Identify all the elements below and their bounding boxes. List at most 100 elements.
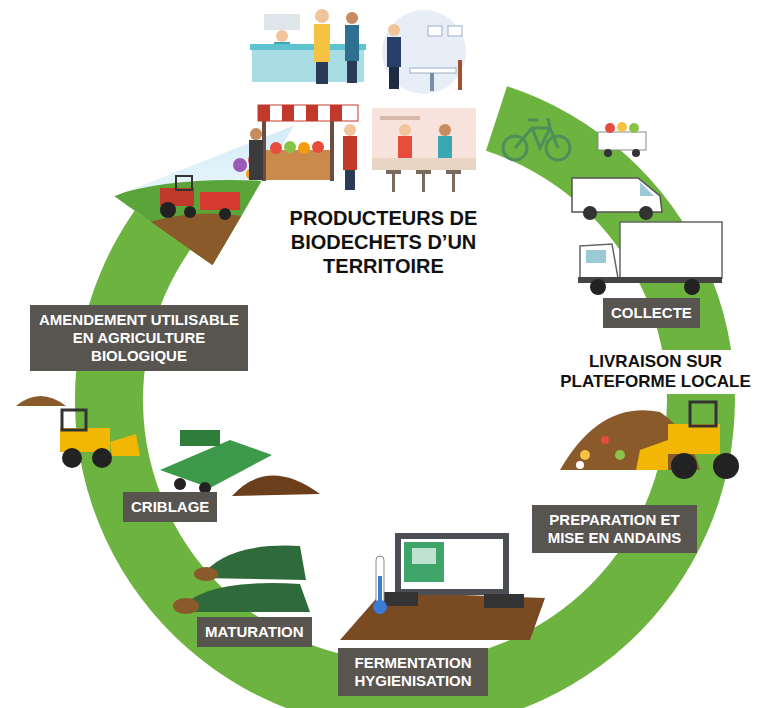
market-stall-icon [343,136,357,170]
cycle-ring [75,86,735,708]
compost-heap [16,396,66,406]
loader-and-heap [560,402,739,479]
restaurant-icon [388,24,400,36]
bicycle-icon [503,118,570,160]
compost-heap [16,396,66,406]
kitchen-icon [372,108,476,192]
step-box: COLLECTE [603,298,700,328]
market-stall-icon [249,140,263,180]
kitchen-icon [372,158,476,170]
step-box: CRIBLAGE [123,492,217,522]
arrow-head-landscape [200,192,240,210]
step-label: FERMENTATION HYGIENISATION [346,654,480,690]
market-stall-icon [266,150,330,180]
small-loader [110,434,140,456]
loader-and-heap [580,450,590,460]
restaurant-icon [458,60,462,90]
market-stall-icon [270,142,282,154]
truck-icon [578,222,722,295]
loader-and-heap [671,453,697,479]
turner-machine [484,594,524,608]
kitchen-icon [398,136,412,158]
cart-icon [598,122,646,157]
truck-icon [580,244,618,278]
turner-machine [398,536,506,592]
loader-and-heap [576,461,584,469]
small-loader [92,448,112,468]
restaurant-icon [410,68,456,73]
kitchen-icon [446,170,461,174]
stage-label: LIVRAISON SUR PLATEFORME LOCALE [553,350,758,394]
arrow-head-landscape [100,110,310,280]
loader-and-heap [668,424,720,454]
kitchen-icon [439,124,451,136]
turner-machine [412,548,436,564]
van-icon [572,178,662,220]
truck-icon [586,250,606,263]
shop-icon [315,9,329,23]
truck-icon [620,222,722,278]
van-icon [639,206,653,220]
shop-icon [346,12,358,24]
van-icon [640,182,654,196]
screening-machine [232,475,320,496]
center-title: PRODUCTEURS DE BIODECHETS D’UN TERRITOIR… [281,204,486,280]
market-stall-icon [250,128,262,140]
arrow-head-landscape [158,138,182,162]
step-label: AMENDEMENT UTILISABLE EN AGRICULTURE BIO… [38,311,240,365]
market-stall-icon [282,105,294,121]
market-stall-icon [249,105,358,190]
step-box: FERMENTATION HYGIENISATION [338,648,488,696]
arrow-head-landscape [219,208,231,220]
bicycle-icon [515,118,558,148]
step-label: MATURATION [205,623,304,641]
market-stall-icon [344,124,356,136]
cycle-ring [75,86,735,708]
market-stall-icon [330,121,334,181]
shop-icon [276,30,288,42]
market-stall-icon [345,170,355,190]
market-stall-icon [298,142,310,154]
restaurant-icon [430,73,434,91]
cart-icon [617,122,627,132]
maturation-windrows [173,546,310,614]
maturation-windrows [173,598,199,614]
loader-and-heap [601,436,609,444]
step-label: COLLECTE [611,304,692,322]
step-box: MATURATION [197,617,312,647]
loader-and-heap [615,450,625,460]
step-box: AMENDEMENT UTILISABLE EN AGRICULTURE BIO… [30,305,248,371]
shop-icon [345,25,359,61]
screening-machine [174,478,186,490]
cart-icon [632,149,640,157]
restaurant-icon [387,37,401,67]
truck-icon [590,279,606,295]
loader-and-heap [713,453,739,479]
market-stall-icon [330,105,342,121]
arrow-head-landscape [100,110,310,280]
shop-icon [314,24,330,62]
turner-machine [340,592,545,640]
small-loader [62,410,86,430]
loader-and-heap [690,402,716,426]
arrow-head-landscape [140,214,260,280]
market-stall-icon [312,141,324,153]
step-label: CRIBLAGE [131,498,209,516]
restaurant-icon [382,10,466,94]
cart-icon [598,132,646,150]
arrow-head-landscape [176,176,192,190]
restaurant-icon [389,67,399,89]
thermometer-icon [373,600,387,614]
turner-machine [340,536,545,640]
arrow-head-landscape [100,180,310,280]
turner-machine [404,542,444,582]
cart-icon [629,123,639,133]
screening-machine [180,430,220,446]
restaurant-icon [428,26,442,36]
thermometer-icon [373,556,387,614]
shop-icon [316,62,328,84]
restaurant-icon [382,10,466,94]
cart-icon [604,149,612,157]
loader-and-heap [636,440,668,470]
